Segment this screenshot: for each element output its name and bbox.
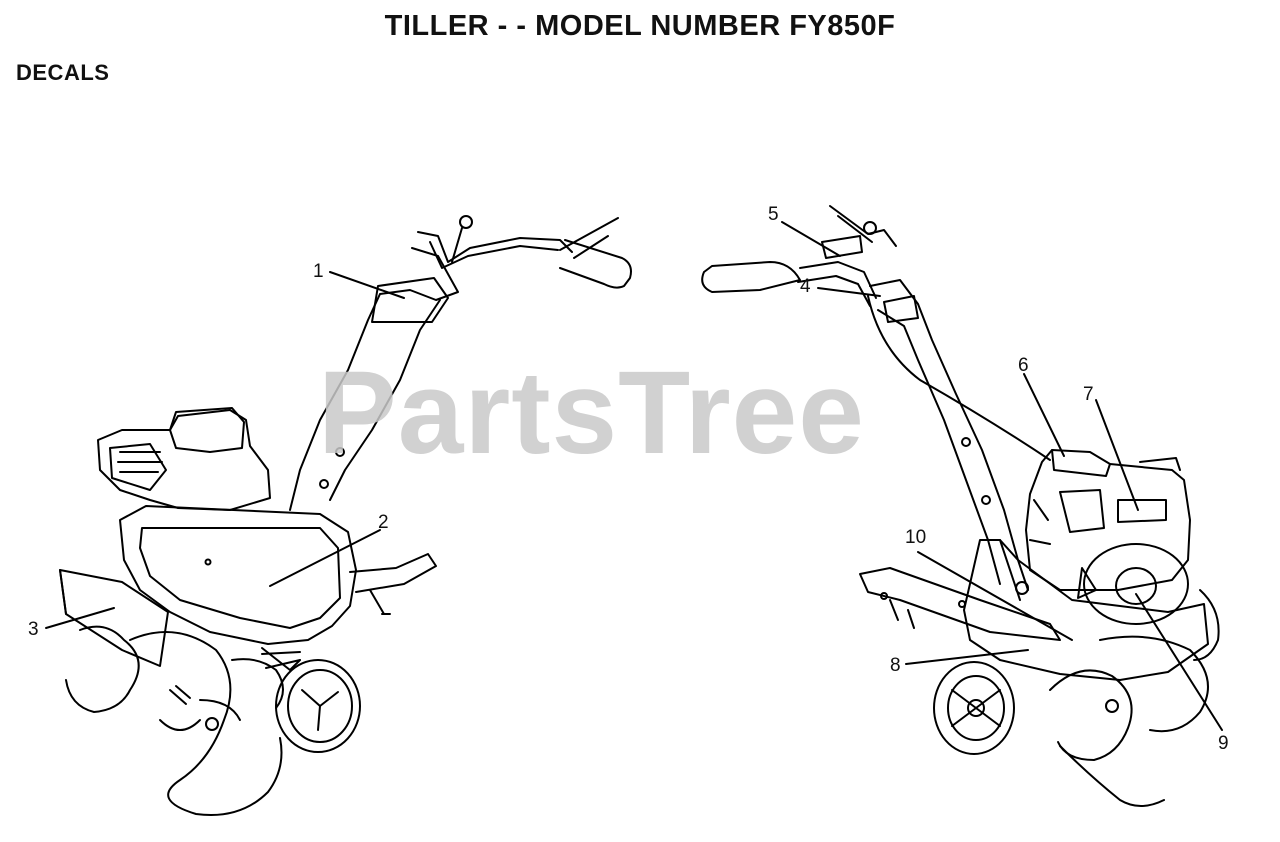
callout-5: 5 <box>768 204 779 225</box>
callout-4: 4 <box>800 276 811 297</box>
callout-1: 1 <box>313 261 324 282</box>
callout-10: 10 <box>905 527 927 548</box>
callout-9: 9 <box>1218 733 1229 754</box>
page-title: TILLER - - MODEL NUMBER FY850F <box>384 10 896 42</box>
callout-2: 2 <box>378 512 389 533</box>
callout-3: 3 <box>28 619 39 640</box>
right-tiller-illustration <box>701 205 1223 807</box>
callout-6: 6 <box>1018 355 1029 376</box>
left-tiller-illustration <box>45 215 632 817</box>
section-title: DECALS <box>16 60 110 85</box>
callout-7: 7 <box>1083 384 1094 405</box>
callout-8: 8 <box>890 655 901 676</box>
